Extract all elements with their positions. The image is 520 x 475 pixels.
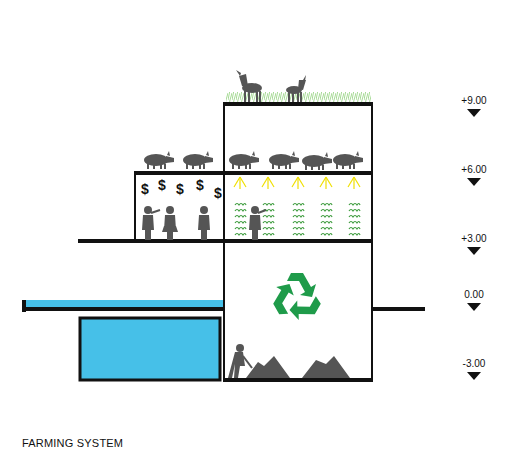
level-label: +9.00	[461, 96, 486, 106]
money-sign: $	[158, 178, 166, 192]
level-label: -3.00	[463, 359, 486, 369]
money-sign: $	[176, 182, 184, 196]
money-sign: $	[214, 186, 222, 200]
level-label: +3.00	[461, 234, 486, 244]
money-sign: $	[196, 178, 204, 192]
level-label: +6.00	[461, 165, 486, 175]
diagram-title: FARMING SYSTEM	[22, 438, 123, 449]
money-sign: $	[141, 182, 149, 196]
level-label: 0.00	[464, 290, 483, 300]
